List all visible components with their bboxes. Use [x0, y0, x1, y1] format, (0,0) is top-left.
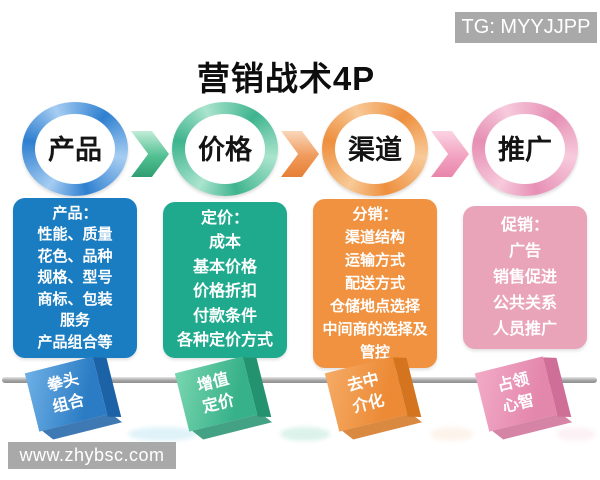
detail-line: 渠道结构	[344, 229, 405, 246]
circle-product: 产品	[22, 102, 128, 196]
detail-line: 人员推广	[492, 320, 557, 338]
cube-place: 去中 介化	[322, 356, 422, 442]
detail-line: 广告	[508, 242, 541, 260]
detail-line: 公共关系	[492, 294, 557, 312]
cube-reflection	[430, 427, 474, 441]
detail-line: 销售促进	[492, 268, 557, 286]
detail-line: 价格折扣	[192, 283, 257, 300]
arrow-right-icon	[431, 131, 469, 177]
cube-price: 增值 定价	[172, 356, 272, 442]
detail-line: 运输方式	[344, 252, 405, 269]
detail-line: 中间商的选择及	[322, 321, 428, 338]
circle-promotion-label: 推广	[498, 134, 552, 165]
detail-line: 各种定价方式	[176, 332, 273, 349]
detail-box-promotion: 促销： 广告 销售促进 公共关系 人员推广	[463, 206, 587, 349]
cube-product: 拳头 组合	[22, 356, 122, 442]
circle-promotion-inner	[485, 114, 565, 184]
detail-box-price: 定价： 成本 基本价格 价格折扣 付款条件 各种定价方式	[163, 202, 287, 358]
circle-promotion: 推广	[472, 102, 578, 196]
cube-product-face: 拳头 组合	[24, 356, 108, 432]
detail-line: 产品：	[52, 204, 98, 222]
cube-reflection	[128, 427, 198, 441]
tg-badge: TG: MYYJJPP	[455, 12, 597, 43]
detail-box-product: 产品： 性能、质量 花色、品种 规格、型号 商标、包装 服务 产品组合等	[13, 198, 137, 358]
detail-line: 基本价格	[192, 258, 257, 276]
arrow-right-icon	[281, 131, 319, 177]
horizontal-rod	[2, 377, 597, 383]
circle-price-inner	[185, 114, 265, 184]
circle-price-label: 价格	[198, 134, 252, 165]
watermark: www.zhybsc.com	[8, 442, 176, 469]
detail-line: 性能、质量	[37, 226, 113, 244]
circle-product-inner	[35, 114, 115, 184]
detail-line: 配送方式	[344, 275, 405, 292]
detail-line: 服务	[59, 312, 90, 330]
detail-line: 促销：	[500, 216, 549, 234]
cube-reflection	[556, 427, 596, 441]
detail-box-place: 分销： 渠道结构 运输方式 配送方式 仓储地点选择 中间商的选择及 管控	[313, 199, 437, 368]
cube-promotion: 占领 心智	[472, 356, 572, 442]
detail-line: 成本	[208, 234, 241, 251]
cube-promotion-face: 占领 心智	[474, 356, 558, 432]
circle-place-inner	[335, 114, 415, 184]
page-title: 营销战术4P	[196, 60, 376, 97]
cube-price-face: 增值 定价	[174, 356, 258, 432]
arrow-right-icon	[131, 131, 169, 177]
circle-price: 价格	[172, 102, 278, 196]
detail-line: 规格、型号	[37, 269, 113, 287]
circle-place: 渠道	[322, 102, 428, 196]
circle-place-label: 渠道	[348, 134, 402, 165]
detail-line: 商标、包装	[37, 290, 113, 308]
detail-line: 仓储地点选择	[329, 298, 420, 315]
detail-line: 管控	[359, 344, 390, 361]
detail-line: 定价：	[200, 209, 249, 227]
circle-product-label: 产品	[48, 134, 102, 165]
detail-line: 产品组合等	[37, 333, 113, 351]
cube-place-face: 去中 介化	[324, 356, 408, 432]
detail-line: 付款条件	[192, 307, 257, 325]
cube-reflection	[280, 427, 330, 441]
detail-line: 分销：	[352, 206, 398, 223]
detail-line: 花色、品种	[37, 247, 113, 265]
